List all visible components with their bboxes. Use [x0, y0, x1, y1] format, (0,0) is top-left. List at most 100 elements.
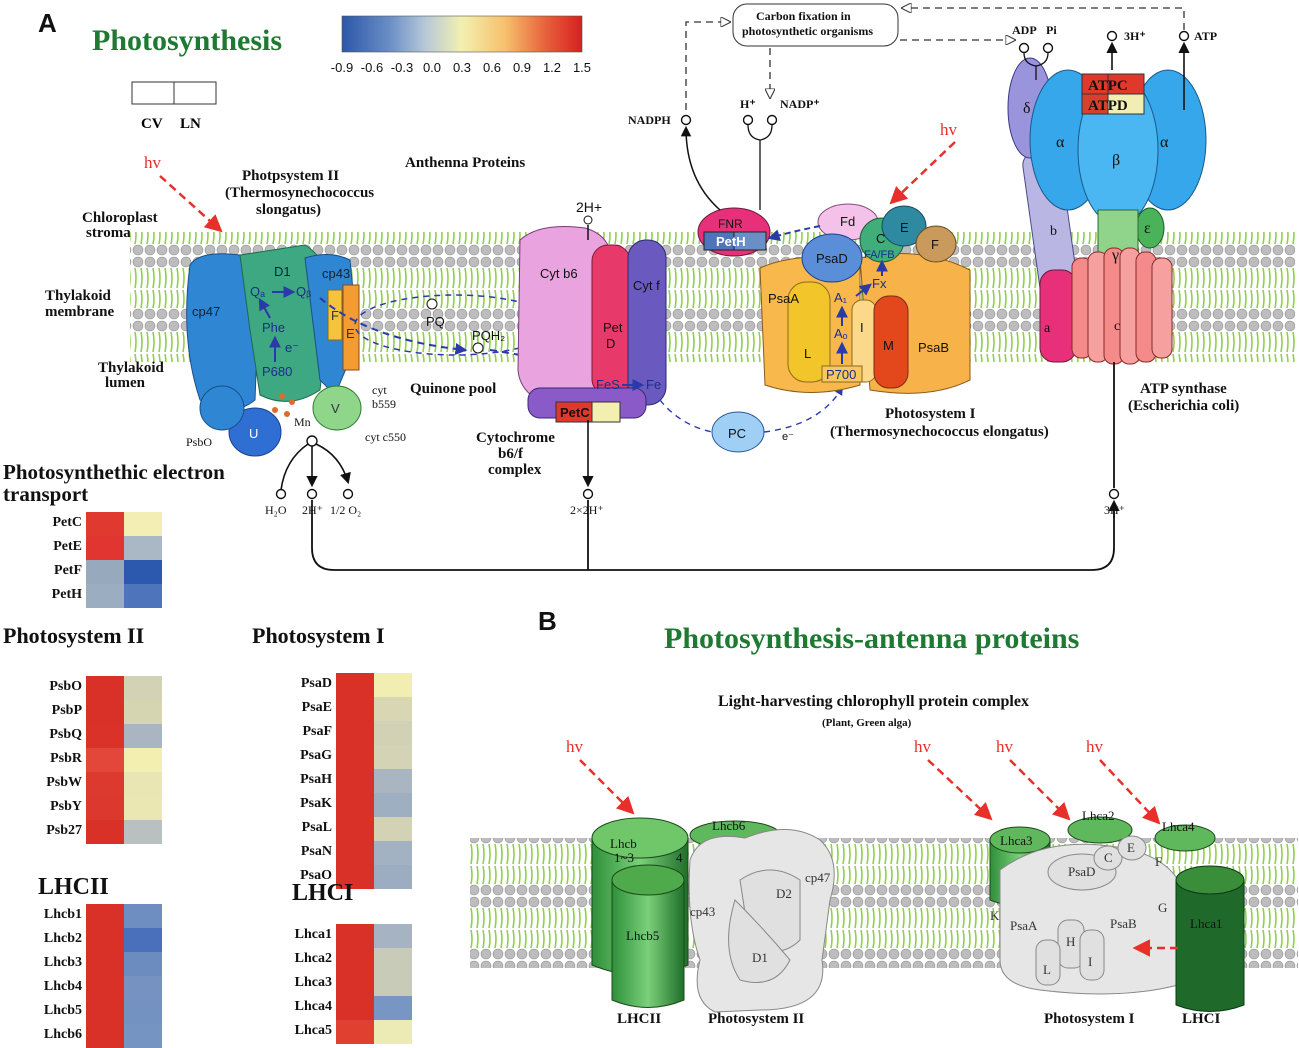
hv-label-b3: hv: [996, 737, 1014, 756]
hv-arrow-b1: [579, 759, 635, 815]
h-label-b: H: [1066, 934, 1075, 949]
label-nadph: NADPH: [628, 113, 671, 127]
lhca4-top: [1154, 824, 1216, 852]
heatmap-cell-cv: [86, 928, 124, 952]
heatmap-row: PetC: [52, 512, 162, 536]
heatmap-row: PsbW: [46, 772, 162, 796]
panel-b-label: B: [538, 606, 557, 636]
condition-key-cv: [131, 81, 175, 105]
lhca1-cylinder: [1175, 879, 1245, 1012]
proton-return-loop: [311, 500, 1115, 571]
psii-v: [312, 385, 362, 431]
petc-box-label: PetC: [560, 405, 590, 420]
heatmap-row-label: Lhcb5: [43, 1003, 82, 1018]
psi-psad: [801, 233, 863, 283]
heatmap-row-label: Psb27: [46, 823, 82, 838]
lhcb5-top: [611, 864, 685, 896]
colorbar-tick-label: 0.9: [513, 60, 531, 75]
heatmap-row-label: Lhcb6: [43, 1027, 82, 1042]
l-b: [1035, 939, 1061, 986]
atp-b-label: b: [1050, 224, 1057, 239]
label-h-plus: H⁺: [740, 97, 756, 111]
heatmap-cell-ln: [374, 924, 412, 948]
lhca3-top: [989, 826, 1051, 854]
heatmap-cell-ln: [124, 820, 162, 844]
psi-l-label: L: [804, 346, 811, 361]
atpc-label: ATPC: [1088, 78, 1128, 94]
psi-fd-label: Fd: [840, 214, 855, 229]
l-label-b: L: [1043, 962, 1051, 977]
bottom-label-lhcii: LHCII: [617, 1011, 661, 1027]
lhca1-top: [1175, 865, 1245, 895]
c-b: [1093, 845, 1123, 871]
heatmap-row-label: Lhca2: [294, 951, 332, 966]
label-atp: ATP: [1194, 29, 1217, 43]
node-2x2h: [582, 488, 594, 500]
arrow-fnr-nadph: [680, 125, 721, 211]
heatmap-cell-ln: [374, 972, 412, 996]
condition-key-ln-label: LN: [180, 116, 201, 132]
heatmap-row-label: PetH: [51, 587, 82, 602]
node-pqh2: [472, 342, 484, 354]
lhca1-label: Lhca1: [1190, 916, 1222, 931]
arrow-fd-fnr: [767, 225, 821, 241]
lhcb6-label: Lhcb6: [712, 818, 746, 833]
psii-cp43-label: cp43: [322, 266, 350, 281]
psii-f-label: F: [331, 308, 339, 323]
label-h2o: H₂O: [265, 503, 287, 517]
label-atp-synthase: ATP synthase(Escherichia coli): [1128, 381, 1239, 414]
psii-e-label: E: [346, 326, 355, 341]
heatmap-row: Psb27: [46, 820, 162, 844]
heatmap-row-label: PetF: [54, 563, 82, 578]
heatmap-row: Lhca1: [295, 924, 412, 948]
atp-c-label: c: [1114, 319, 1120, 334]
heatmap-row: Lhca4: [295, 996, 412, 1020]
atpd-label: ATPD: [1088, 98, 1128, 114]
heatmap-row-label: PsaK: [300, 796, 332, 811]
lhcb5-label: Lhcb5: [626, 928, 659, 943]
heatmap-cell-ln: [124, 904, 162, 928]
heatmap-row-label: Lhca1: [294, 927, 332, 942]
heatmap-row-label: PsaN: [300, 844, 332, 859]
peth-box-label: PetH: [716, 234, 746, 249]
heatmap-cell-cv: [336, 865, 374, 889]
heatmap-row: PsaE: [302, 697, 412, 721]
line-adp-atp: [1023, 52, 1049, 80]
peth-box-ln: [733, 231, 767, 251]
bottom-label-psii: Photosystem II: [708, 1011, 804, 1027]
heatmap-row-label: PsaO: [300, 868, 332, 883]
psii-mn-label: Mn: [294, 415, 311, 429]
g-label-b: G: [1158, 900, 1167, 915]
psii-phe-label: Phe: [262, 320, 285, 335]
heatmap-row-label: Lhca4: [294, 999, 332, 1014]
heatmap-title-lhci: LHCI: [292, 880, 354, 906]
heatmap-row: Lhca5: [295, 1020, 412, 1044]
psii-cp47-label-b: cp47: [805, 870, 831, 885]
heatmap-cell-cv: [336, 769, 374, 793]
c-label-b: C: [1104, 850, 1113, 865]
psii-d1-label: D1: [274, 264, 291, 279]
psi-fx-label: Fx: [872, 276, 887, 291]
heatmap-row-label: Lhca3: [294, 975, 332, 990]
psi-e: [881, 205, 927, 247]
heatmap-cell-ln: [374, 948, 412, 972]
heatmap-cell-cv: [86, 772, 124, 796]
heatmap-cell-cv: [86, 676, 124, 700]
heatmap-cell-cv: [336, 721, 374, 745]
psi-f: [915, 225, 957, 263]
label-2x2h: 2×2H⁺: [570, 503, 604, 517]
heatmap-cell-ln: [374, 721, 412, 745]
heatmap-cell-cv: [86, 904, 124, 928]
lhca3-label: Lhca3: [1000, 833, 1032, 848]
hv-arrow-b4: [1099, 759, 1161, 825]
heatmap-cell-ln: [374, 841, 412, 865]
atp-synthase-complex: δ α β α ε γ b a c ATPC ATPD: [1007, 57, 1207, 365]
heatmap-cell-ln: [124, 700, 162, 724]
colorbar-tick-label: 0.3: [453, 60, 471, 75]
heatmap-cell-cv: [336, 793, 374, 817]
heatmap-row-label: PsbW: [46, 775, 82, 790]
heatmap-cell-ln: [124, 748, 162, 772]
atp-a-subunit: [1039, 269, 1077, 363]
